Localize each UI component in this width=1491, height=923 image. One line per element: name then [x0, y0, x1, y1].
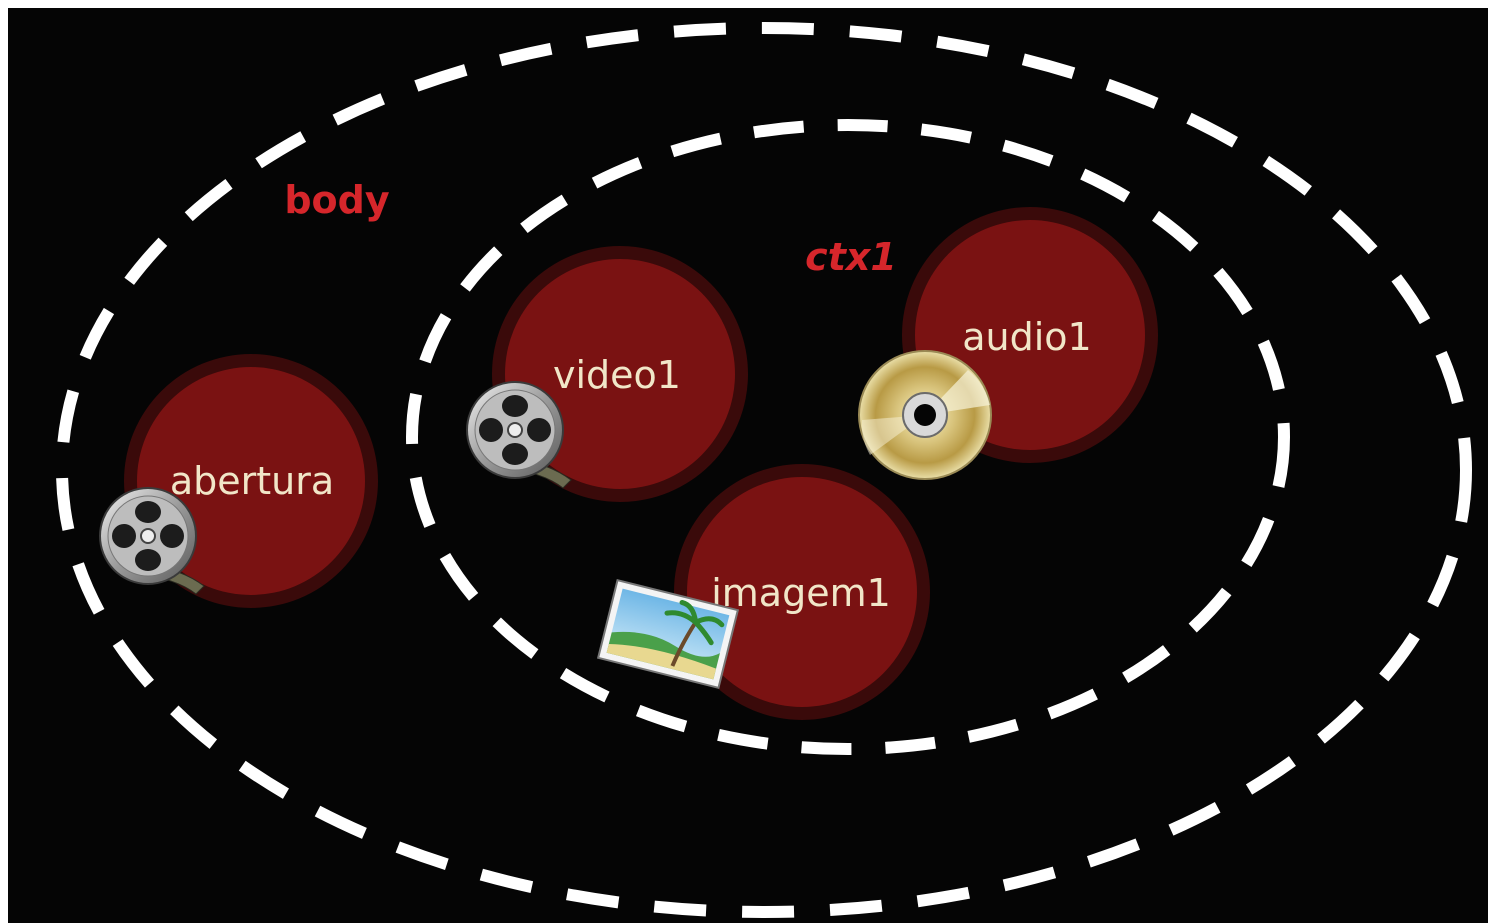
context-ctx1-label: ctx1 [805, 235, 897, 279]
node-imagem1[interactable]: imagem1 [596, 464, 930, 720]
context-body-label: body [284, 178, 390, 222]
node-imagem1-label: imagem1 [711, 571, 891, 615]
node-video1[interactable]: video1 [466, 246, 748, 502]
node-video1-label: video1 [553, 353, 681, 397]
node-imagem1-body [687, 477, 917, 707]
context-ctx1-border [406, 119, 1290, 755]
node-abertura-label: abertura [170, 459, 334, 503]
context-body-border [56, 22, 1472, 918]
cd-disc-icon [858, 350, 992, 480]
node-audio1[interactable]: audio1 [858, 207, 1158, 480]
node-abertura[interactable]: abertura [99, 354, 378, 608]
picture-icon [596, 578, 740, 690]
node-audio1-label: audio1 [962, 315, 1091, 359]
